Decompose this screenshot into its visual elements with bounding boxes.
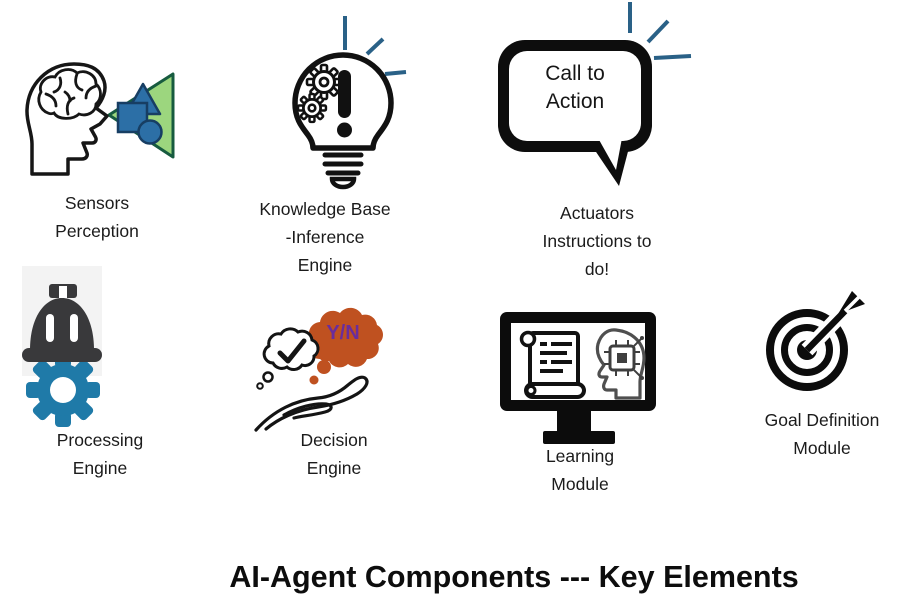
scroll-icon xyxy=(519,330,586,399)
check-thought-cloud-icon xyxy=(256,327,320,390)
chip-head-icon xyxy=(595,328,646,400)
open-hand-icon xyxy=(254,375,369,432)
head-perception-icon xyxy=(25,62,175,176)
check-icon xyxy=(277,338,307,364)
decision-label: Decision Engine xyxy=(300,430,368,478)
thought-clouds-hand-icon xyxy=(254,307,383,432)
monitor-learning-icon xyxy=(500,312,656,444)
light-rays-icon xyxy=(628,2,692,60)
orange-thought-cloud-icon xyxy=(308,307,383,385)
vision-cone-icon xyxy=(107,72,175,159)
knowledge-base-label: Knowledge Base -Inference Engine xyxy=(259,199,391,275)
hard-hat-icon xyxy=(22,284,102,362)
sensors-label: Sensors Perception xyxy=(55,193,139,241)
hard-hat-gear-icon xyxy=(22,266,102,427)
yn-text: Y/N xyxy=(326,322,360,344)
target-arrow-icon xyxy=(766,287,869,391)
diagram-title: AI-Agent Components --- Key Elements xyxy=(229,560,799,594)
gear-icon xyxy=(26,353,100,427)
exclamation-icon xyxy=(337,70,352,138)
lightbulb-icon xyxy=(292,16,407,190)
goal-label: Goal Definition Module xyxy=(764,410,880,458)
speech-bubble-icon xyxy=(498,2,692,186)
brain-icon xyxy=(37,68,102,120)
monitor-base xyxy=(543,431,615,444)
bulb-base xyxy=(322,152,364,190)
call-to-action-text: Call to Action xyxy=(545,62,605,113)
light-rays-icon xyxy=(343,16,407,76)
actuators-label: Actuators Instructions to do! xyxy=(542,203,652,279)
processing-label: Processing Engine xyxy=(56,430,144,478)
gear-icon xyxy=(296,92,328,124)
monitor-stand xyxy=(557,411,591,431)
learning-label: Learning Module xyxy=(545,446,615,494)
